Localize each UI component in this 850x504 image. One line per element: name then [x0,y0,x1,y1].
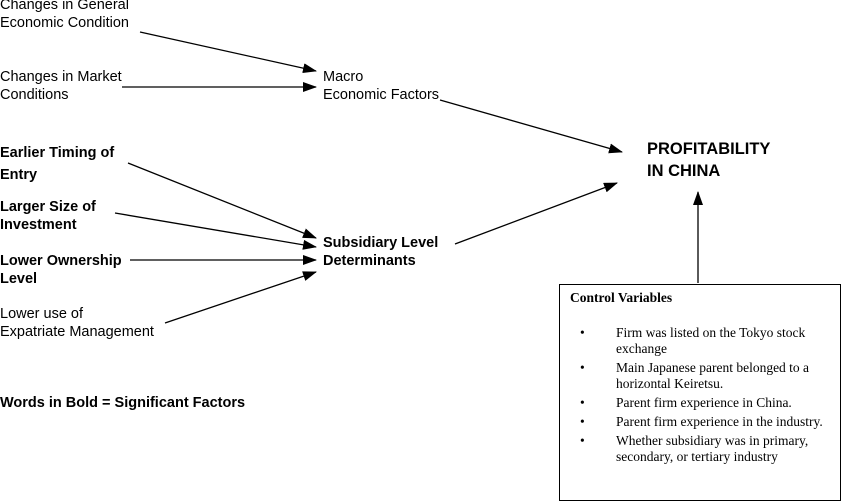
list-item: •Parent firm experience in China. [580,395,792,410]
macro-node: Macro Economic Factors [323,69,440,103]
factor-timing: Earlier Timing of Entry [0,145,115,183]
arrow-expatriate-to-subsidiary [164,271,317,324]
arrow-subsidiary-to-profitability [454,182,618,245]
factor-size: Larger Size of Investment [0,199,96,233]
list-item: •Main Japanese parent belonged to a hori… [580,360,810,391]
factor-general-economic: Changes in General Economic Condition [0,0,129,31]
bullet-icon: • [580,433,585,448]
legend-note: Words in Bold = Significant Factors [0,395,246,411]
control-variables-box: Control Variables •Firm was listed on th… [559,284,841,501]
arrow-timing-to-subsidiary [127,162,317,239]
factor-market: Changes in Market Conditions [0,69,122,103]
subsidiary-node: Subsidiary Level Determinants [323,235,439,269]
bullet-icon: • [580,395,585,410]
list-item: •Whether subsidiary was in primary, seco… [580,433,809,464]
bullet-icon: • [580,325,585,340]
arrow-macro-to-profitability [439,99,623,154]
profitability-node: PROFITABILITY IN CHINA [647,140,771,180]
bullet-icon: • [580,360,585,375]
control-variables-title: Control Variables [570,290,673,305]
list-item: •Parent firm experience in the industry. [580,414,823,429]
arrow-general-to-macro [139,31,317,74]
factor-expatriate: Lower use of Expatriate Management [0,306,154,340]
control-variables-list: •Firm was listed on the Tokyo stock exch… [560,325,840,468]
list-item: •Firm was listed on the Tokyo stock exch… [580,325,806,356]
arrow-size-to-subsidiary [114,212,317,250]
factor-ownership: Lower Ownership Level [0,253,122,287]
bullet-icon: • [580,414,585,429]
